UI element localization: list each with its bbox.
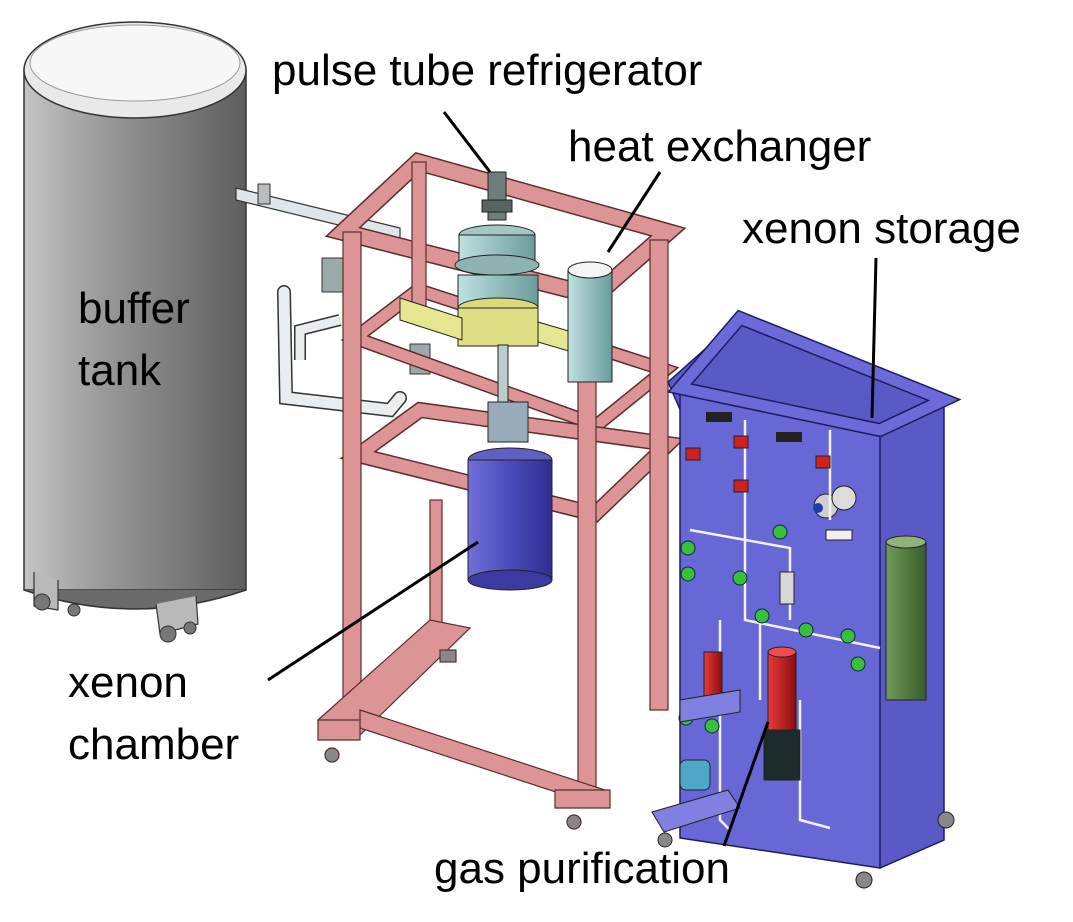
buffer-tank-label-line2: tank [78, 346, 162, 395]
xenon-chamber-label-line1: xenon [68, 658, 188, 707]
gas-purification-label: gas purification [434, 844, 730, 893]
buffer-tank-label-line1: buffer [78, 284, 190, 333]
support-frame [316, 151, 687, 830]
xenon-storage-label: xenon storage [742, 204, 1021, 253]
xenon-storage-leader [870, 257, 878, 419]
buffer-tank [23, 21, 247, 643]
xenon-chamber-label-line2: chamber [68, 720, 240, 769]
pulse-tube-leader [442, 111, 492, 173]
gas-panel [651, 309, 962, 889]
heat-exchanger-label: heat exchanger [568, 122, 872, 171]
xenon-chamber [467, 401, 553, 591]
gas-purification-leader [722, 721, 770, 847]
pulse-tube-label: pulse tube refrigerator [272, 46, 703, 95]
heat-exchanger [399, 261, 613, 416]
pulse-tube-refrigerator [454, 171, 540, 276]
xenon-chamber-leader [267, 540, 479, 682]
heat-exchanger-leader [606, 171, 662, 253]
leader-lines [267, 111, 878, 847]
